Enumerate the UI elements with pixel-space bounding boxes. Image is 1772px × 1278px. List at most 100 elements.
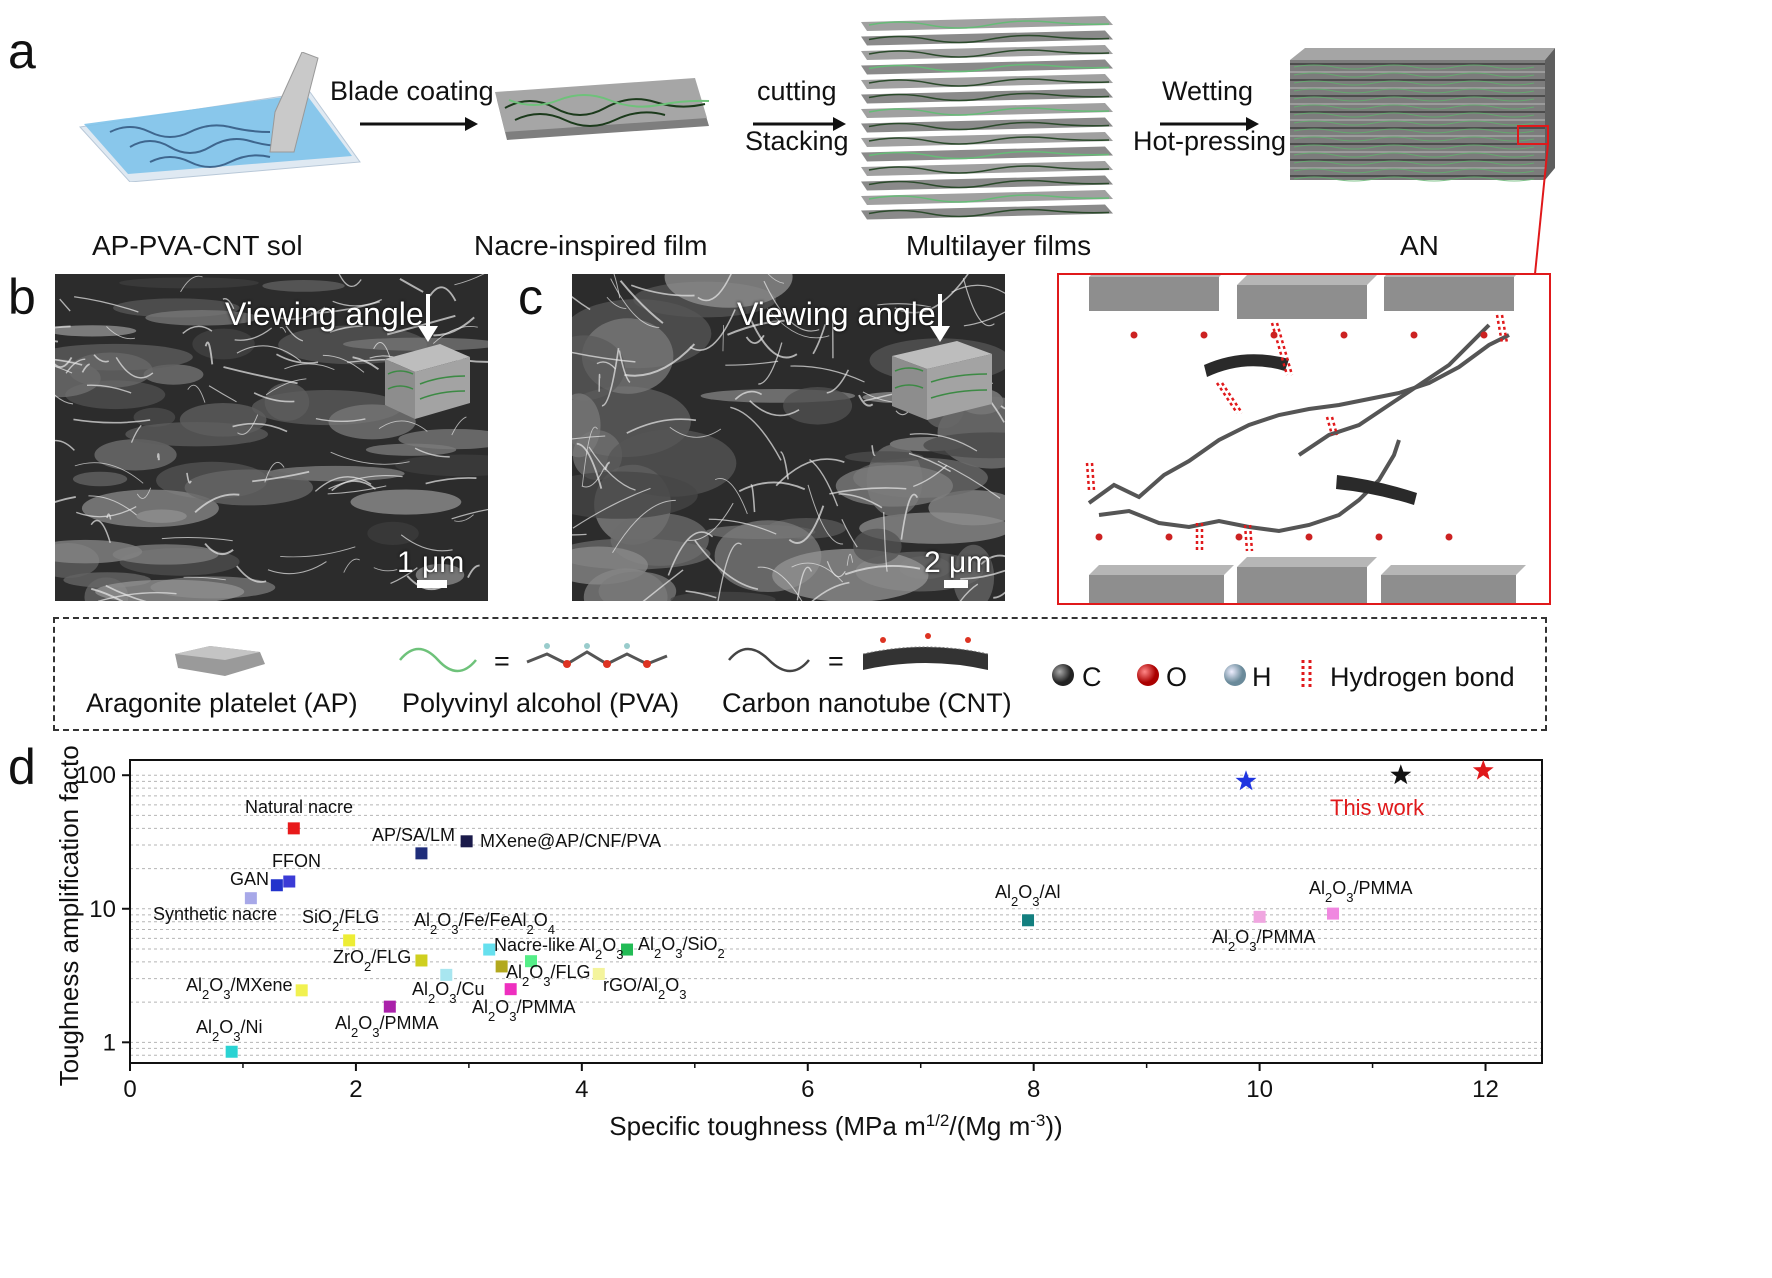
data-point [440,968,453,981]
point-label: rGO/Al2O3 [603,975,687,1002]
hydrogen-atom-icon [1224,664,1246,686]
y-tick-label: 10 [89,896,116,923]
step-blade-coating: Blade coating [330,76,494,106]
down-arrow-icon [930,294,950,342]
x-tick-label: 2 [349,1076,362,1103]
legend-eq-pva: = [494,646,510,676]
point-label: Al2O3/MXene [186,975,293,1002]
caption-sol: AP-PVA-CNT sol [92,230,303,261]
data-point [504,983,517,996]
down-arrow-icon [418,294,438,342]
data-point [283,875,296,888]
scale-bar-c [944,580,968,588]
plot-frame [129,759,1543,1064]
point-label: ZrO2/FLG [333,947,411,974]
point-label: Al2O3/PMMA [1212,927,1316,954]
point-label: AP/SA/LM [372,825,455,845]
point-label: Nacre-like Al2O3 [494,935,624,962]
point-label: FFON [272,851,321,871]
viewing-angle-label-c: Viewing angle [737,296,936,332]
point-label: Natural nacre [245,797,353,817]
data-point [225,1045,238,1058]
step-hot-pressing: Hot-pressing [1133,126,1287,156]
y-tick-label: 100 [76,762,116,789]
scale-bar-label-c: 2 μm [924,546,992,579]
point-label: Al2O3/PMMA [472,997,576,1024]
point-label: GAN [230,869,269,889]
legend-cnt-label: Carbon nanotube (CNT) [722,688,1012,718]
point-label: Al2O3/FLG [506,962,591,989]
carbon-atom-icon [1052,664,1074,686]
cube-inset-icon [385,344,470,419]
panel-b-letter: b [8,269,36,325]
y-axis-label: Toughness amplification factor [54,745,84,1086]
data-point [270,879,283,892]
zoom-connector [1517,125,1549,275]
data-point [244,892,257,905]
legend-pva-label: Polyvinyl alcohol (PVA) [402,688,680,718]
caption-an: AN [1400,230,1439,261]
legend-c-label: C [1082,662,1102,692]
molecular-detail-frame [1057,267,1551,611]
cube-inset-icon [892,341,992,420]
point-label: MXene@AP/CNF/PVA [480,831,661,851]
legend-h-label: H [1252,662,1272,692]
point-label: Al2O3/Ni [196,1017,263,1044]
point-label: Al2O3/PMMA [1309,878,1413,905]
data-point [525,955,538,968]
sem-image-b: Viewing angle 1 μm [55,274,488,601]
x-tick-label: 12 [1472,1076,1499,1103]
x-tick-label: 10 [1246,1076,1273,1103]
pva-wave-icon [399,647,477,673]
caption-multilayer: Multilayer films [906,230,1092,261]
step-wetting: Wetting [1162,76,1254,106]
legend-ap-label: Aragonite platelet (AP) [86,688,358,718]
sem-image-c: Viewing angle 2 μm [572,274,1005,601]
data-point [415,954,428,967]
x-tick-label: 4 [575,1076,588,1103]
data-point [415,847,428,860]
step-cutting: cutting [757,76,837,106]
point-label: Synthetic nacre [153,904,277,924]
scale-bar-b [417,580,447,588]
viewing-angle-label-b: Viewing angle [225,296,424,332]
panel-c-letter: c [518,269,543,325]
point-label: Al2O3/Fe/FeAl2O4 [414,910,555,937]
point-label: Al2O3/PMMA [335,1013,439,1040]
legend-o-label: O [1166,662,1188,692]
point-label: Al2O3/Al [995,882,1061,909]
data-point [1327,907,1340,920]
legend-box [53,617,1547,731]
data-point [1022,914,1035,927]
oxygen-atom-icon [1137,664,1159,686]
sol-illustration [79,52,361,182]
an-illustration [1290,48,1555,182]
data-point [592,967,605,980]
arrow-2 [753,117,846,131]
point-label: Al2O3/SiO2 [638,934,725,961]
data-point [621,943,634,956]
data-point [295,984,308,997]
point-label: This work [1330,795,1425,820]
x-tick-label: 8 [1027,1076,1040,1103]
data-point [383,1000,396,1013]
data-point [343,934,356,947]
data-point-star [1472,759,1494,780]
step-stacking: Stacking [745,126,849,156]
data-point [1253,910,1266,923]
data-point [495,960,508,973]
multilayer-illustration [861,16,1113,220]
cnt-wave-icon [728,647,810,673]
arrow-1 [360,117,478,131]
point-label: SiO2/FLG [302,907,379,934]
panel-d-letter: d [8,739,36,795]
data-point-star [1235,770,1257,791]
x-tick-label: 6 [801,1076,814,1103]
data-point-star [1390,764,1412,785]
arrow-3 [1160,117,1259,131]
point-label: Al2O3/Cu [412,979,485,1006]
data-point [483,943,496,956]
data-point [287,822,300,835]
cnt-tube-icon [862,633,989,670]
